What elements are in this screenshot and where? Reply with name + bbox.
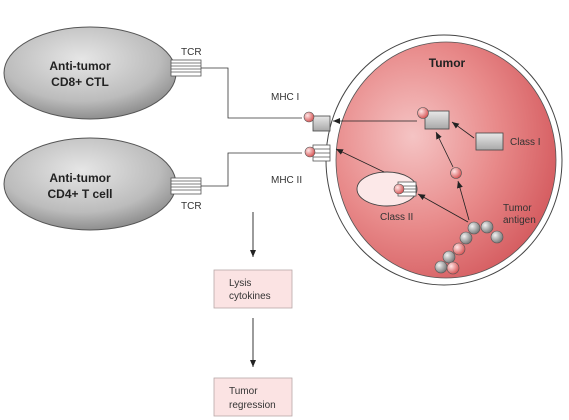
tcr-receptor-bottom xyxy=(170,177,202,195)
cd8-label-line1: Anti-tumor xyxy=(49,59,111,73)
arrow-antigen-to-peptide xyxy=(457,180,470,221)
cd8-ctl-cell xyxy=(3,26,177,120)
arrow-vesicle-to-mhc2 xyxy=(335,148,385,173)
tcr-top-label: TCR xyxy=(181,47,202,58)
arrow-class1-to-loading xyxy=(451,121,475,139)
cd8-label-line2: CD8+ CTL xyxy=(51,75,109,89)
regression-line2: regression xyxy=(229,400,276,411)
mhc1-label: MHC I xyxy=(271,92,299,103)
connector-cd4-mhc2 xyxy=(201,152,302,187)
lysis-line1: Lysis xyxy=(229,278,251,289)
cd4-label-line2: CD4+ T cell xyxy=(47,187,112,201)
tcr-receptor-top xyxy=(170,59,202,77)
tumor-antigen-label-line2: antigen xyxy=(503,215,536,226)
mhc1-loading-complex xyxy=(417,107,450,130)
class2-vesicle xyxy=(356,171,418,207)
tumor-antigen-label-line1: Tumor xyxy=(503,203,532,214)
tumor-label: Tumor xyxy=(429,56,466,70)
arrow-antigen-to-vesicle xyxy=(417,193,469,223)
cd4-label-line1: Anti-tumor xyxy=(49,171,111,185)
regression-box xyxy=(213,377,293,417)
antigen-peptide xyxy=(450,167,462,179)
connector-cd8-mhc1 xyxy=(201,67,302,119)
lysis-box xyxy=(213,269,293,309)
lysis-line2: cytokines xyxy=(229,291,271,302)
class2-label: Class II xyxy=(380,212,413,223)
mhc1-surface-complex xyxy=(303,111,331,132)
mhc2-surface-complex xyxy=(304,144,331,162)
tumor-cell xyxy=(325,34,563,286)
arrow-peptide-to-loading xyxy=(435,131,454,168)
mhc2-label: MHC II xyxy=(271,175,302,186)
tcr-bottom-label: TCR xyxy=(181,201,202,212)
tumor-antigen-protein xyxy=(434,220,504,275)
regression-line1: Tumor xyxy=(229,386,258,397)
class1-molecule xyxy=(475,132,504,151)
class1-label: Class I xyxy=(510,137,541,148)
